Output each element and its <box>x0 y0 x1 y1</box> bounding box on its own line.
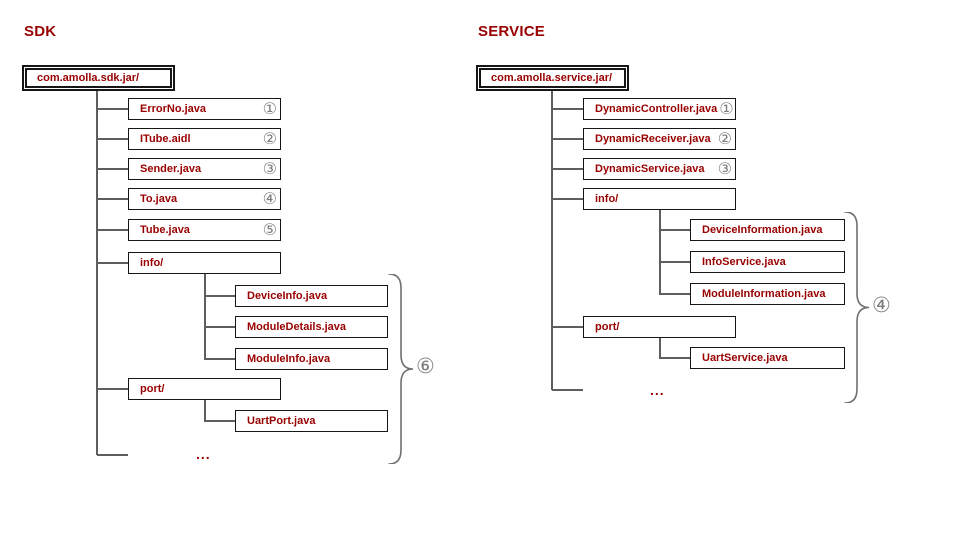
circled-number-5: ⑤ <box>262 220 277 239</box>
service-ellipsis: ... <box>650 382 665 398</box>
service-node-dynamicservice: DynamicService.java ③ <box>583 158 736 180</box>
sdk-title: SDK <box>24 23 57 40</box>
service-connector-line <box>552 198 583 200</box>
circled-number-3: ③ <box>717 159 732 178</box>
service-node-moduleinformation: ModuleInformation.java <box>690 283 845 305</box>
sdk-node-itube: ITube.aidl ② <box>128 128 281 150</box>
service-connector-line <box>552 168 583 170</box>
service-info-subtrunk-line <box>659 210 661 294</box>
sdk-connector-line <box>97 138 128 140</box>
node-label: ErrorNo.java <box>140 103 207 115</box>
circled-number-3: ③ <box>262 159 277 178</box>
sdk-connector-line <box>204 326 235 328</box>
service-connector-line <box>552 138 583 140</box>
service-root-node: com.amolla.service.jar/ <box>476 65 629 91</box>
service-port-subtrunk-line <box>659 338 661 358</box>
sdk-connector-line <box>97 198 128 200</box>
service-node-dynamiccontroller: DynamicController.java ① <box>583 98 736 120</box>
sdk-connector-line <box>204 295 235 297</box>
service-connector-line <box>552 326 583 328</box>
sdk-connector-line <box>97 454 128 456</box>
circled-number-2: ② <box>262 129 277 148</box>
service-node-infoservice: InfoService.java <box>690 251 845 273</box>
service-title: SERVICE <box>478 23 545 40</box>
sdk-trunk-line <box>96 91 98 455</box>
node-label: port/ <box>595 321 620 333</box>
circled-number-4: ④ <box>262 189 277 208</box>
sdk-brace-number: ⑥ <box>416 354 435 378</box>
sdk-info-subtrunk-line <box>204 274 206 359</box>
sdk-port-subtrunk-line <box>204 400 206 421</box>
node-label: DynamicService.java <box>595 163 705 175</box>
node-label: UartService.java <box>702 352 788 364</box>
node-label: ModuleInformation.java <box>702 288 826 300</box>
sdk-connector-line <box>97 168 128 170</box>
sdk-node-to: To.java ④ <box>128 188 281 210</box>
node-label: Sender.java <box>140 163 202 175</box>
sdk-connector-line <box>204 358 235 360</box>
sdk-root-label: com.amolla.sdk.jar/ <box>37 72 140 84</box>
node-label: InfoService.java <box>702 256 786 268</box>
sdk-node-uartport: UartPort.java <box>235 410 388 432</box>
sdk-node-deviceinfo: DeviceInfo.java <box>235 285 388 307</box>
sdk-brace <box>388 274 414 464</box>
sdk-node-port-dir: port/ <box>128 378 281 400</box>
node-label: DynamicController.java <box>595 103 718 115</box>
sdk-connector-line <box>97 262 128 264</box>
service-node-port-dir: port/ <box>583 316 736 338</box>
sdk-connector-line <box>97 388 128 390</box>
circled-number-2: ② <box>717 129 732 148</box>
node-label: info/ <box>140 257 164 269</box>
node-label: To.java <box>140 193 178 205</box>
node-label: ModuleDetails.java <box>247 321 347 333</box>
node-label: Tube.java <box>140 224 190 236</box>
sdk-node-moduleinfo: ModuleInfo.java <box>235 348 388 370</box>
circled-number-1: ① <box>262 99 277 118</box>
sdk-ellipsis: ... <box>196 446 211 462</box>
node-label: UartPort.java <box>247 415 316 427</box>
node-label: ITube.aidl <box>140 133 191 145</box>
sdk-connector-line <box>97 229 128 231</box>
node-label: DynamicReceiver.java <box>595 133 711 145</box>
node-label: port/ <box>140 383 165 395</box>
service-connector-line <box>659 229 690 231</box>
sdk-connector-line <box>97 108 128 110</box>
service-root-label: com.amolla.service.jar/ <box>491 72 613 84</box>
service-node-dynamicreceiver: DynamicReceiver.java ② <box>583 128 736 150</box>
service-connector-line <box>659 261 690 263</box>
circled-number-1: ① <box>719 99 734 118</box>
sdk-node-tube: Tube.java ⑤ <box>128 219 281 241</box>
sdk-root-node: com.amolla.sdk.jar/ <box>22 65 175 91</box>
sdk-node-errorno: ErrorNo.java ① <box>128 98 281 120</box>
service-brace-number: ④ <box>872 293 891 317</box>
sdk-node-sender: Sender.java ③ <box>128 158 281 180</box>
service-trunk-line <box>551 91 553 390</box>
service-connector-line <box>552 108 583 110</box>
service-connector-line <box>659 293 690 295</box>
service-connector-line <box>659 357 690 359</box>
node-label: info/ <box>595 193 619 205</box>
service-node-deviceinformation: DeviceInformation.java <box>690 219 845 241</box>
node-label: DeviceInformation.java <box>702 224 823 236</box>
sdk-node-info-dir: info/ <box>128 252 281 274</box>
service-connector-line <box>552 389 583 391</box>
service-node-uartservice: UartService.java <box>690 347 845 369</box>
sdk-node-moduledetails: ModuleDetails.java <box>235 316 388 338</box>
node-label: DeviceInfo.java <box>247 290 328 302</box>
sdk-connector-line <box>204 420 235 422</box>
service-brace <box>844 212 870 403</box>
service-node-info-dir: info/ <box>583 188 736 210</box>
node-label: ModuleInfo.java <box>247 353 331 365</box>
